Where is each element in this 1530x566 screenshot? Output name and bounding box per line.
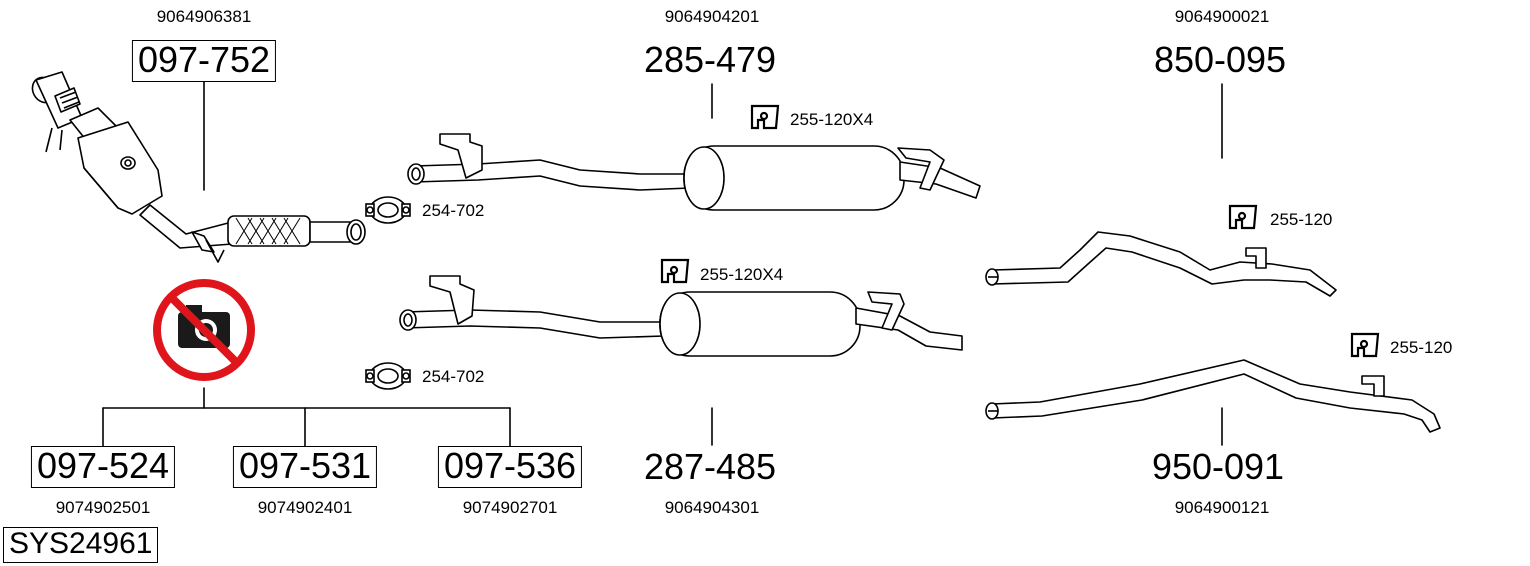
- front-upper-silencer-drawing: [407, 133, 981, 211]
- part-code-rear-lower[interactable]: 950-091: [1151, 446, 1285, 487]
- oe-number-alt2: 9074902401: [257, 498, 353, 517]
- no-photo-icon: [153, 279, 255, 381]
- part-code-front-lower[interactable]: 287-485: [643, 446, 777, 487]
- rear-upper-tailpipe-drawing: [985, 231, 1337, 297]
- oe-number-rear-lower: 9064900121: [1174, 498, 1270, 517]
- system-code: SYS24961: [3, 527, 159, 563]
- rubber-mount-icon: [1350, 332, 1380, 358]
- mount-label-rear-upper: 255-120: [1270, 210, 1333, 229]
- dpf-converter-drawing: [31, 71, 366, 263]
- oe-number-alt1: 9074902501: [55, 498, 151, 517]
- rubber-mount-icon: [750, 104, 780, 130]
- part-code-rear-upper[interactable]: 850-095: [1153, 39, 1287, 80]
- oe-number-alt3: 9074902701: [462, 498, 558, 517]
- alternatives-tree: [102, 387, 511, 447]
- oe-number-rear-upper: 9064900021: [1174, 7, 1270, 26]
- part-code-alt3[interactable]: 097-536: [437, 446, 583, 488]
- clamp-icon: [365, 362, 411, 390]
- clamp-icon: [365, 196, 411, 224]
- part-code-front-upper[interactable]: 285-479: [643, 39, 777, 80]
- mount-label-lower-front: 255-120X4: [700, 265, 784, 284]
- clamp-label-lower: 254-702: [422, 367, 485, 386]
- front-lower-silencer-drawing: [399, 275, 963, 357]
- oe-number-front-upper: 9064904201: [664, 7, 760, 26]
- rubber-mount-icon: [660, 258, 690, 284]
- part-code-dpf[interactable]: 097-752: [131, 40, 277, 82]
- mount-label-rear-lower: 255-120: [1390, 338, 1453, 357]
- rear-lower-tailpipe-drawing: [985, 359, 1441, 433]
- part-code-alt1[interactable]: 097-524: [30, 446, 176, 488]
- mount-label-upper-front: 255-120X4: [790, 110, 874, 129]
- clamp-label-upper: 254-702: [422, 201, 485, 220]
- rubber-mount-icon: [1228, 204, 1258, 230]
- part-code-alt2[interactable]: 097-531: [232, 446, 378, 488]
- oe-number-dpf: 9064906381: [156, 7, 252, 26]
- oe-number-front-lower: 9064904301: [664, 498, 760, 517]
